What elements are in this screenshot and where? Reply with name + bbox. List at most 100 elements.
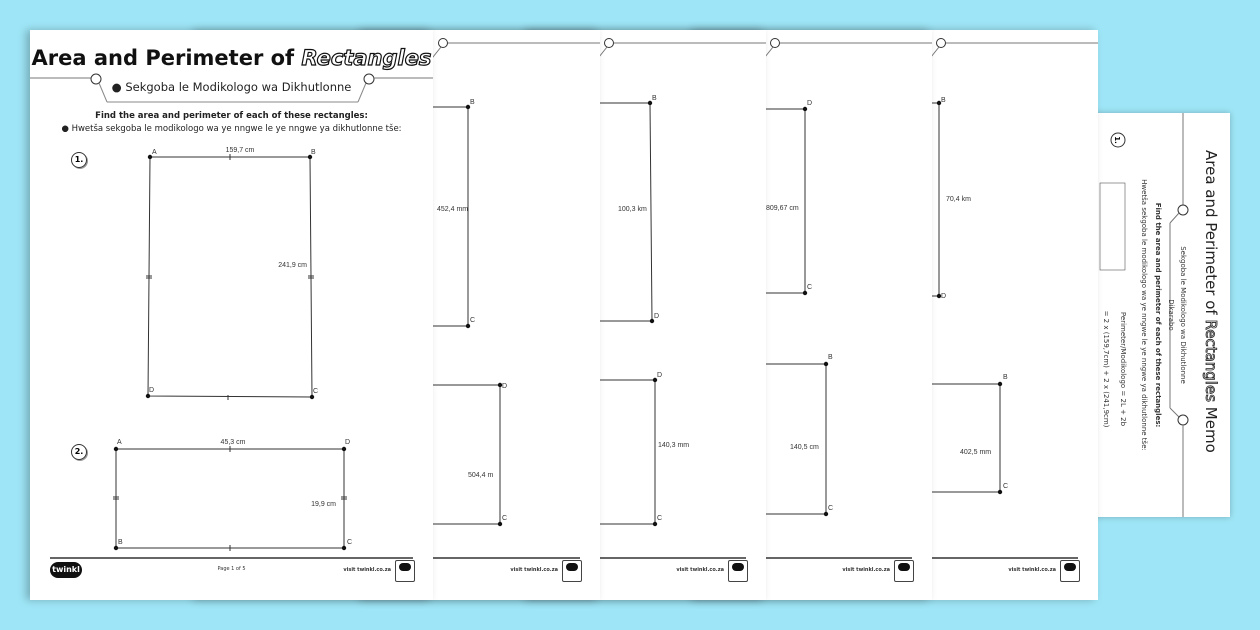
side-length-label: 809,67 cm — [766, 205, 799, 212]
page-number: Page 1 of 5 — [217, 566, 246, 572]
vertex-label: B — [311, 149, 316, 156]
instruction-english: Find the area and perimeter of each of t… — [95, 111, 368, 121]
vertex-label: D — [807, 100, 812, 107]
page-title: Area and Perimeter of Rectangles — [30, 45, 433, 70]
visit-link[interactable]: visit twinkl.co.za — [343, 567, 391, 573]
vertex-dot — [997, 489, 1003, 495]
side-length-label: 100,3 km — [618, 206, 647, 213]
vertex-dot — [145, 393, 151, 399]
vertex-dot — [802, 290, 808, 296]
memo-page: 1. Area and Perimeter of Rectangles Memo… — [660, 113, 1230, 517]
vertex-dot — [936, 100, 942, 106]
side-length-label: 19,9 cm — [311, 501, 336, 508]
vertex-label: D — [941, 293, 946, 300]
vertex-label: A — [152, 149, 157, 156]
top-length-label: 45,3 cm — [221, 439, 246, 446]
vertex-label: D — [502, 383, 507, 390]
vertex-dot — [465, 104, 471, 110]
vertex-label: B — [828, 354, 833, 361]
vertex-dot — [497, 521, 503, 527]
vertex-dot — [823, 511, 829, 517]
vertex-label: C — [313, 388, 318, 395]
vertex-dot — [341, 446, 347, 452]
memo-formula: Perimeter/Modikologo = 2L + 2b — [1119, 311, 1127, 427]
rectangles-diagram: A B C D 159,7 cm 241,9 cm A D C B 45,3 c… — [113, 147, 352, 551]
side-length-label: 504,4 m — [468, 472, 493, 479]
vertex-label: C — [502, 515, 507, 522]
memo-working: = 2 x (159,7cm) + 2 x (241,9cm) — [1102, 310, 1110, 428]
vertex-label: B — [1003, 374, 1008, 381]
connector-circle-icon — [1110, 132, 1126, 148]
vertex-dot — [307, 154, 313, 160]
memo-instruction-st: Hwetša sekgoba le modikologo wa ye nngwe… — [1140, 179, 1148, 451]
memo-title: Area and Perimeter of Rectangles Memo — [1202, 150, 1221, 453]
quality-badge-icon — [728, 560, 748, 582]
vertex-dot — [652, 521, 658, 527]
rectangle-1: A B C D 159,7 cm 241,9 cm — [145, 147, 318, 400]
question-number-2: 2. — [71, 444, 87, 460]
connector-circle-icon — [936, 38, 946, 48]
vertex-label: C — [1003, 483, 1008, 490]
vertex-label: C — [470, 317, 475, 324]
quality-badge-icon — [395, 560, 415, 582]
footer-divider — [50, 557, 413, 559]
rectangle-2: A D C B 45,3 cm 19,9 cm — [113, 439, 352, 551]
visit-link[interactable]: visit twinkl.co.za — [842, 567, 890, 573]
vertex-label: B — [470, 99, 475, 106]
vertex-dot — [309, 394, 315, 400]
vertex-label: B — [118, 539, 123, 546]
vertex-dot — [997, 381, 1003, 387]
vertex-label: C — [657, 515, 662, 522]
vertex-label: C — [828, 505, 833, 512]
side-length-label: 241,9 cm — [278, 262, 307, 269]
memo-title-outline: Rectangles — [1202, 319, 1221, 403]
instruction-sesotho: ● Hwetša sekgoba le modikologo wa ye nng… — [61, 124, 402, 134]
header-band — [30, 73, 433, 103]
question-number-1: 1. — [71, 152, 87, 168]
connector-circle-icon — [363, 73, 375, 85]
connector-circle-icon — [604, 38, 614, 48]
vertex-dot — [647, 100, 653, 106]
vertex-dot — [497, 382, 503, 388]
vertex-dot — [802, 106, 808, 112]
vertex-label: D — [654, 313, 659, 320]
twinkl-logo: twinkl — [50, 562, 82, 578]
quality-badge-icon — [894, 560, 914, 582]
memo-subtitle2: Dikarabo — [1167, 299, 1175, 331]
memo-title-text: Area and Perimeter of — [1202, 150, 1220, 320]
vertex-dot — [465, 323, 471, 329]
vertex-label: A — [117, 439, 122, 446]
vertex-label: B — [652, 95, 657, 102]
memo-instruction-en: Find the area and perimeter of each of t… — [1154, 202, 1162, 428]
side-length-label: 70,4 km — [946, 196, 971, 203]
vertex-label: C — [807, 284, 812, 291]
vertex-dot — [147, 154, 153, 160]
vertex-dot — [113, 545, 119, 551]
subtitle-text: Sekgoba le Modikologo wa Dikhutlonne — [125, 80, 352, 94]
visit-link[interactable]: visit twinkl.co.za — [1008, 567, 1056, 573]
vertex-label: D — [149, 387, 154, 394]
worksheet-page-1: Area and Perimeter of Rectangles ● Sekgo… — [30, 30, 433, 600]
title-text: Area and Perimeter of — [31, 46, 302, 70]
top-length-label: 159,7 cm — [226, 147, 255, 154]
vertex-dot — [649, 318, 655, 324]
side-length-label: 402,5 mm — [960, 449, 991, 456]
quality-badge-icon — [562, 560, 582, 582]
memo-subtitle: Sekgoba le Modikologo wa Dikhutlonne — [1179, 246, 1187, 384]
vertex-label: D — [657, 372, 662, 379]
speech-bubble-icon: ● — [111, 80, 126, 94]
connector-circle-icon — [438, 38, 448, 48]
visit-link[interactable]: visit twinkl.co.za — [510, 567, 558, 573]
vertex-dot — [936, 293, 942, 299]
visit-link[interactable]: visit twinkl.co.za — [676, 567, 724, 573]
memo-header-lines: 1. — [1099, 113, 1189, 517]
memo-question-number: 1. — [1113, 136, 1121, 144]
memo-title-end: Memo — [1202, 402, 1220, 453]
connector-circle-icon — [770, 38, 780, 48]
connector-circle-icon — [1177, 204, 1189, 216]
side-length-label: 452,4 mm — [437, 206, 468, 213]
title-outline-text: Rectangles — [301, 45, 432, 70]
quality-badge-icon — [1060, 560, 1080, 582]
vertex-dot — [823, 361, 829, 367]
vertex-dot — [341, 545, 347, 551]
